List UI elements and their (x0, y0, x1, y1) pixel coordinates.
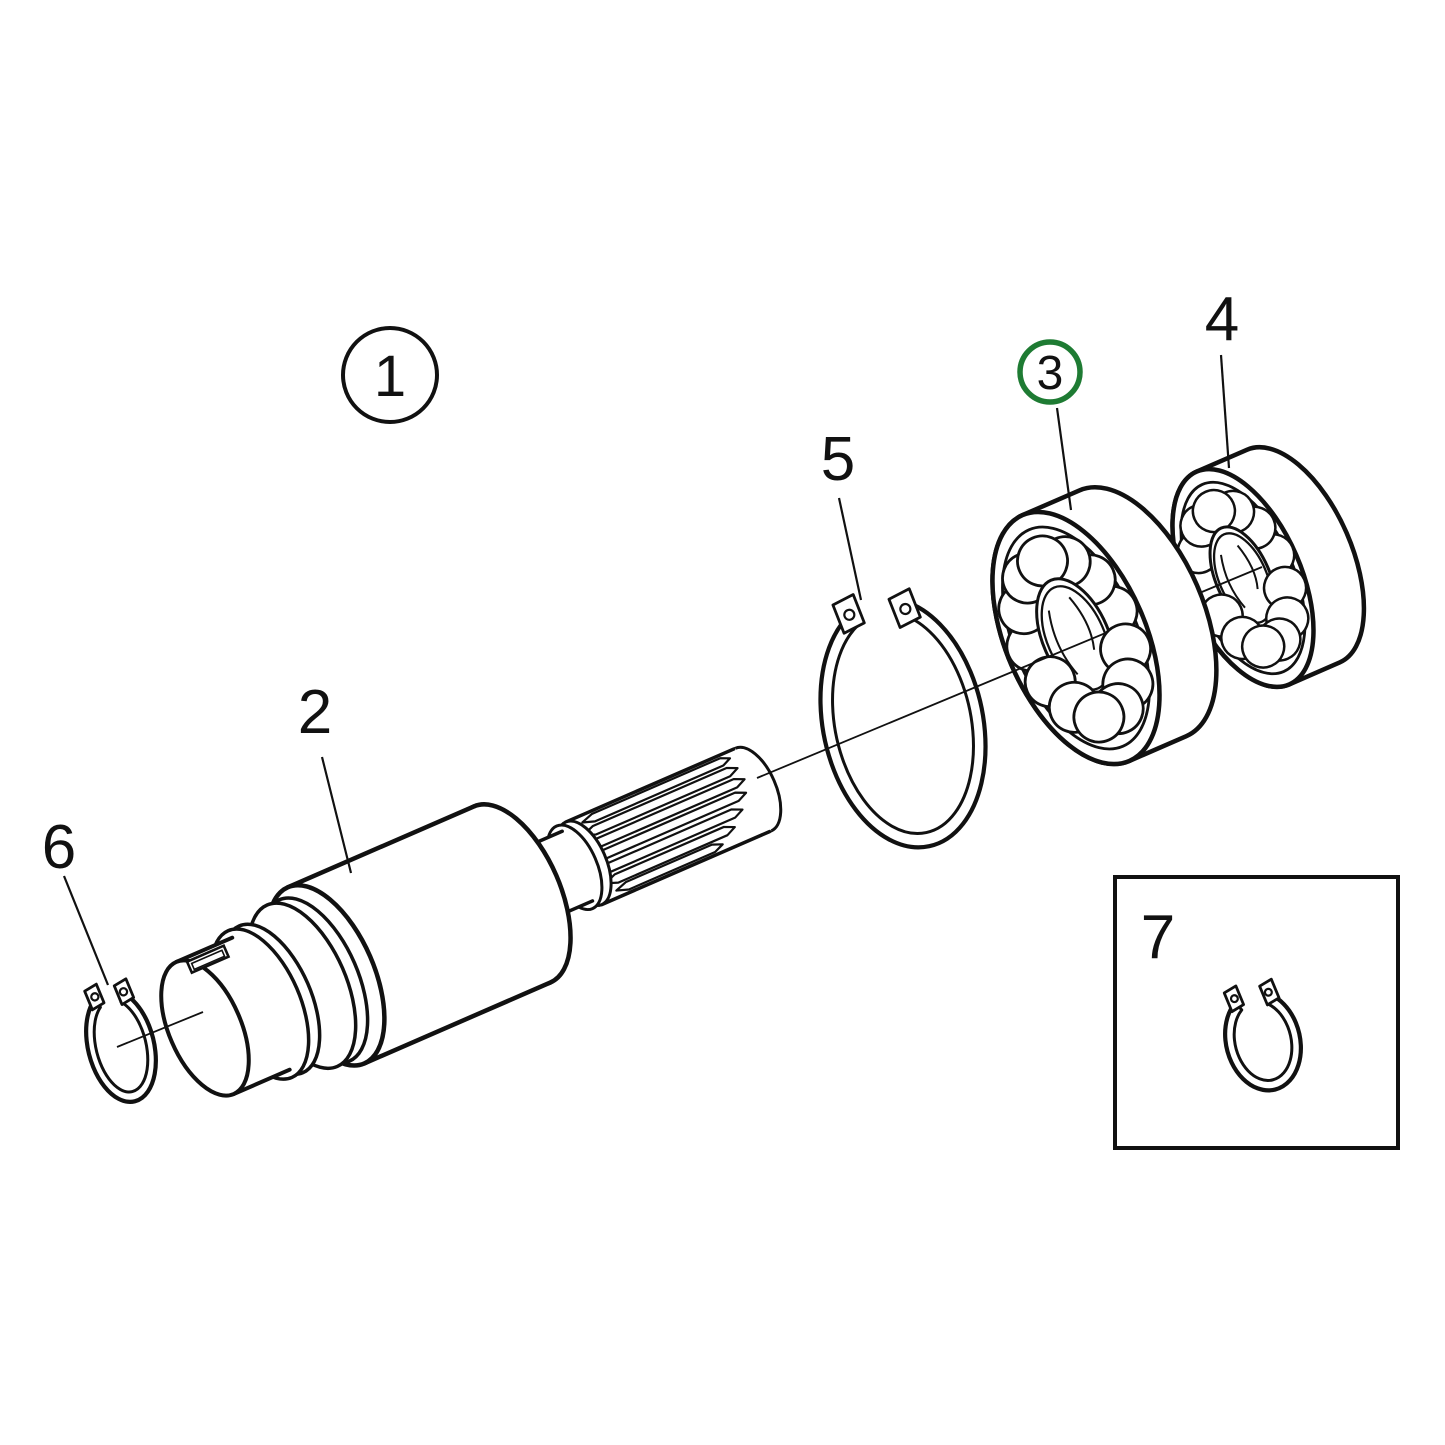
center-line-bearing4 (1196, 566, 1263, 595)
leader-line-3 (1055, 407, 1073, 511)
callout-2-label: 2 (298, 678, 332, 747)
bearing-3 (990, 485, 1219, 767)
leader-line-4 (1219, 354, 1231, 469)
snap-ring-7 (1222, 977, 1303, 1093)
callout-6-label: 6 (42, 813, 76, 882)
center-line-ring6-shaft (116, 1011, 204, 1048)
shaft-front-face (159, 958, 251, 1098)
callout-3-circle (1017, 339, 1083, 405)
inset-box (1113, 875, 1400, 1150)
leader-line-6 (62, 875, 110, 986)
shaft (159, 745, 783, 1098)
center-line-assembly-axis (756, 631, 1109, 779)
inset-detail-7: 7 (1113, 875, 1400, 1150)
snap-ring-5 (818, 587, 988, 850)
bearing-4-balls-front (1199, 565, 1310, 669)
callout-4-label: 4 (1205, 285, 1239, 354)
keyway-slot (185, 943, 231, 975)
callout-7-label: 7 (1141, 903, 1175, 972)
callout-1-circle (341, 326, 439, 424)
snap-ring-6 (83, 977, 158, 1104)
callout-1-label: 1 (374, 344, 406, 409)
leader-line-2 (320, 756, 353, 874)
leader-line-5 (837, 497, 863, 601)
callout-1: 1 (341, 326, 439, 424)
bearing-3-balls-front (1023, 622, 1155, 744)
callout-3-label: 3 (1037, 347, 1064, 400)
callout-3-highlighted: 3 (1017, 339, 1083, 405)
callout-5-label: 5 (821, 425, 855, 494)
